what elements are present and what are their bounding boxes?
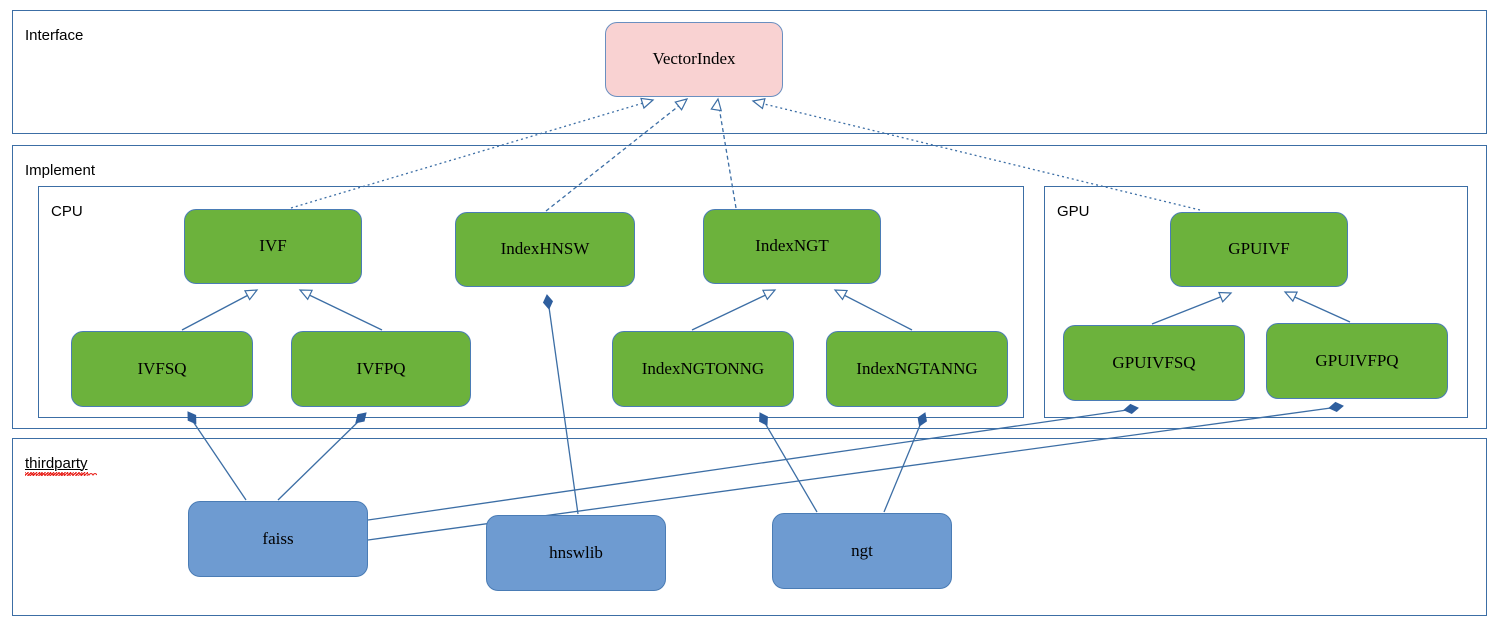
node-label-ivfsq: IVFSQ	[137, 358, 187, 378]
node-gpuivfsq[interactable]: GPUIVFSQ	[1063, 325, 1245, 401]
node-label-indexngt: IndexNGT	[755, 236, 829, 256]
package-label-thirdparty: thirdparty	[25, 455, 88, 476]
node-indexhnsw[interactable]: IndexHNSW	[455, 212, 635, 287]
node-ivf[interactable]: IVF	[184, 209, 362, 284]
node-label-faiss: faiss	[262, 528, 294, 548]
node-label-ivfpq: IVFPQ	[356, 358, 406, 378]
node-label-hnswlib: hnswlib	[549, 542, 603, 562]
package-label-cpu: CPU	[51, 203, 83, 220]
node-label-gpuivfpq: GPUIVFPQ	[1315, 350, 1399, 370]
node-label-indexngtanng: IndexNGTANNG	[856, 358, 978, 378]
package-label-gpu: GPU	[1057, 203, 1090, 220]
node-label-ngt: ngt	[851, 540, 873, 560]
node-ivfpq[interactable]: IVFPQ	[291, 331, 471, 407]
node-label-gpuivfsq: GPUIVFSQ	[1112, 352, 1196, 372]
node-hnswlib[interactable]: hnswlib	[486, 515, 666, 591]
node-indexngt[interactable]: IndexNGT	[703, 209, 881, 284]
package-interface	[12, 10, 1487, 134]
node-label-ivf: IVF	[259, 236, 287, 256]
package-label-implement: Implement	[25, 162, 96, 179]
node-label-gpuivf: GPUIVF	[1228, 239, 1290, 259]
node-label-indexhnsw: IndexHNSW	[500, 239, 590, 259]
node-gpuivf[interactable]: GPUIVF	[1170, 212, 1348, 287]
node-label-indexngtonng: IndexNGTONNG	[641, 358, 765, 378]
package-label-interface: Interface	[25, 27, 84, 44]
node-label-vectorindex: VectorIndex	[652, 49, 736, 69]
node-ivfsq[interactable]: IVFSQ	[71, 331, 253, 407]
node-faiss[interactable]: faiss	[188, 501, 368, 577]
node-ngt[interactable]: ngt	[772, 513, 952, 589]
node-vectorindex[interactable]: VectorIndex	[605, 22, 783, 97]
node-gpuivfpq[interactable]: GPUIVFPQ	[1266, 323, 1448, 399]
node-indexngtonng[interactable]: IndexNGTONNG	[612, 331, 794, 407]
node-indexngtanng[interactable]: IndexNGTANNG	[826, 331, 1008, 407]
